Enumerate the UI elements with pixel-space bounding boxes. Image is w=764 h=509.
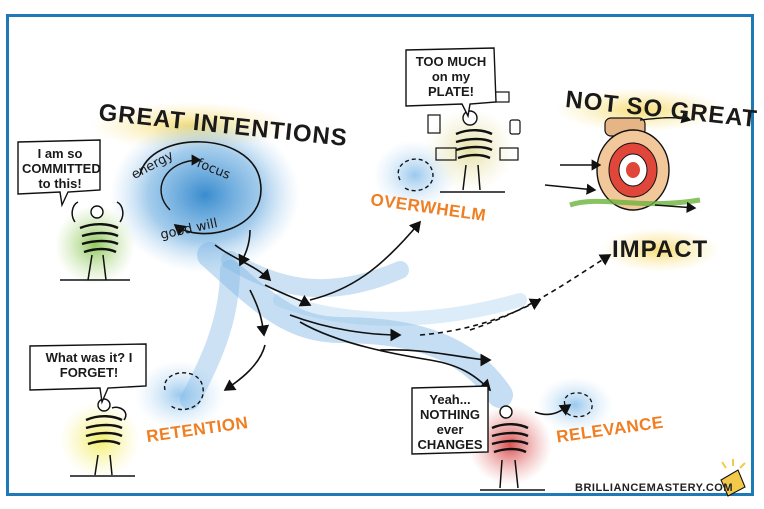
target-icon	[544, 112, 701, 213]
speech-committed: I am so COMMITTED to this!	[22, 146, 101, 191]
bubble-committed	[17, 139, 101, 208]
outcome-highlight-bottom	[600, 228, 720, 272]
bubble-forget	[29, 343, 147, 405]
figure-forget	[60, 398, 140, 478]
main-swirl	[110, 117, 300, 273]
relevance-swirl	[537, 377, 613, 433]
retention-swirl	[135, 360, 225, 430]
figure-changes	[468, 405, 552, 491]
headline-impact: IMPACT	[612, 236, 709, 263]
speech-changes: Yeah... NOTHING ever CHANGES	[417, 392, 483, 452]
brand-bulb-icon	[720, 459, 746, 497]
diagram-frame	[6, 14, 754, 496]
brand-url: BRILLIANCEMASTERY.COM	[575, 482, 733, 494]
figure-plate	[425, 91, 521, 193]
flow-arrows	[214, 220, 612, 416]
speech-forget: What was it? I FORGET!	[45, 350, 133, 380]
speech-plate: TOO MUCH on my PLATE!	[415, 54, 487, 99]
flow-streams	[180, 242, 527, 410]
figure-committed	[55, 201, 135, 285]
speech-bubbles	[17, 47, 497, 455]
bubble-plate	[405, 47, 497, 119]
bubble-changes	[411, 385, 489, 455]
